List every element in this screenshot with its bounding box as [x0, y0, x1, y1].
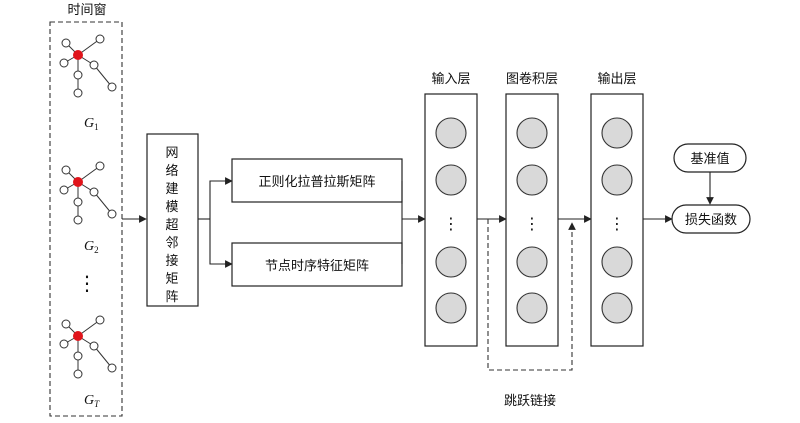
skip-connection-label: 跳跃链接: [504, 393, 556, 409]
time-window-frame: [49, 21, 123, 417]
input-node-3: [435, 246, 467, 278]
laplacian-label: 正则化拉普拉斯矩阵: [258, 175, 375, 190]
svg-text:络: 络: [165, 163, 178, 179]
conv-layer-title: 图卷积层: [506, 71, 558, 87]
output-layer-ellipsis: ⋮: [609, 214, 625, 233]
input-node-4: [435, 292, 467, 324]
output-layer-title: 输出层: [597, 71, 636, 87]
supra-adjacency-box: [146, 133, 199, 307]
conv-node-4: [516, 292, 548, 324]
graph-g1: [59, 34, 117, 98]
svg-text:模: 模: [165, 200, 178, 215]
input-layer-title: 输入层: [431, 71, 470, 87]
graph-label-g1: G1: [84, 116, 99, 132]
graph-g2: [59, 161, 117, 225]
graph-label-gt: GT: [84, 393, 100, 409]
conv-node-3: [516, 246, 548, 278]
conv-node-2: [516, 164, 548, 196]
node-temporal-box: [231, 242, 403, 287]
input-node-2: [435, 164, 467, 196]
svg-text:网: 网: [165, 146, 178, 161]
output-node-2: [601, 164, 633, 196]
benchmark-label: 基准值: [690, 151, 729, 167]
time-window-title: 时间窗: [67, 2, 106, 18]
graph-gt: [59, 315, 117, 379]
center-node-g1: [73, 50, 83, 60]
connector-to-temporal: [209, 219, 233, 268]
center-node-gt: [73, 331, 83, 341]
input-layer-ellipsis: ⋮: [443, 214, 459, 233]
conv-layer-ellipsis: ⋮: [524, 214, 540, 233]
svg-text:矩: 矩: [165, 272, 178, 287]
node-temporal-label: 节点时序特征矩阵: [265, 259, 369, 274]
center-node-g2: [73, 177, 83, 187]
output-node-4: [601, 292, 633, 324]
output-node-1: [601, 117, 633, 149]
conv-node-1: [516, 117, 548, 149]
svg-text:阵: 阵: [165, 290, 178, 305]
output-node-3: [601, 246, 633, 278]
laplacian-box: [231, 158, 403, 203]
graph-label-g2: G2: [84, 239, 99, 255]
svg-text:邻: 邻: [165, 236, 178, 251]
svg-text:建: 建: [165, 182, 178, 197]
svg-text:超: 超: [165, 218, 178, 233]
supra-adjacency-label: 网 络 建 模 超 邻 接 矩 阵: [165, 146, 178, 305]
svg-text:接: 接: [165, 253, 178, 269]
input-node-1: [435, 117, 467, 149]
connector-to-laplacian: [209, 177, 233, 219]
loss-label: 损失函数: [685, 213, 737, 228]
skip-connection-path: [487, 219, 576, 371]
graph-ellipsis: ⋮: [77, 271, 97, 295]
loss-box: [671, 204, 751, 234]
